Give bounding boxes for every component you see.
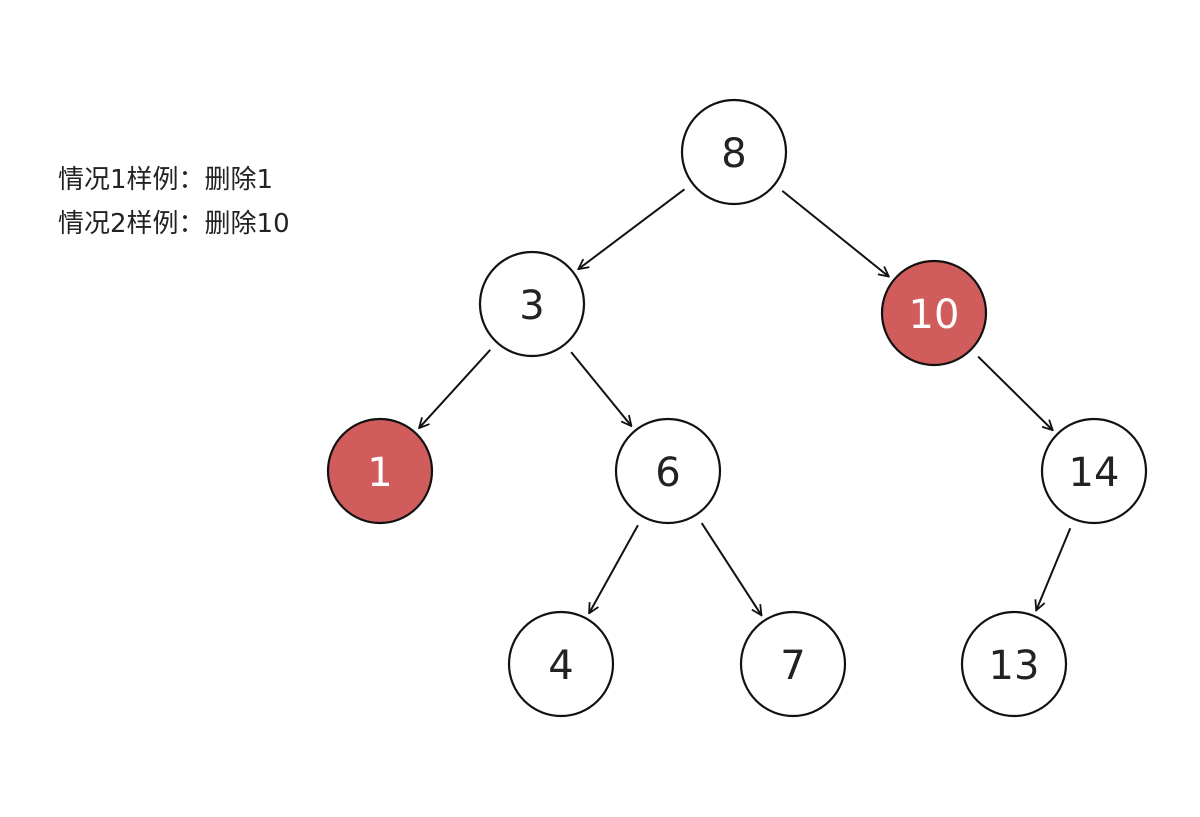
tree-node-3: 3 bbox=[478, 250, 586, 358]
node-label: 4 bbox=[548, 643, 573, 689]
case-2-note: 情况2样例：删除10 bbox=[58, 209, 290, 239]
tree-node-7: 7 bbox=[739, 610, 847, 718]
node-circle bbox=[1040, 417, 1148, 525]
node-label: 10 bbox=[909, 292, 960, 338]
edge-arrow-3-6 bbox=[570, 351, 631, 426]
case-notes: 情况1样例：删除1 情况2样例：删除10 bbox=[58, 158, 290, 246]
edge-arrow-6-4 bbox=[589, 524, 639, 613]
edge-arrow-8-3 bbox=[578, 188, 686, 269]
node-circle bbox=[507, 610, 615, 718]
node-label: 7 bbox=[780, 643, 805, 689]
node-label: 8 bbox=[721, 131, 746, 177]
edge-arrow-6-7 bbox=[700, 522, 762, 615]
case-1-note: 情况1样例：删除1 bbox=[58, 165, 274, 195]
edge-arrow-14-13 bbox=[1036, 527, 1072, 610]
tree-node-6: 6 bbox=[614, 417, 722, 525]
node-circle bbox=[326, 417, 434, 525]
edge-arrow-10-14 bbox=[977, 355, 1053, 431]
node-label: 14 bbox=[1069, 450, 1120, 496]
node-label: 3 bbox=[519, 283, 544, 329]
node-label: 6 bbox=[655, 450, 680, 496]
tree-node-1: 1 bbox=[326, 417, 434, 525]
edge-arrow-3-1 bbox=[419, 349, 492, 428]
node-circle bbox=[880, 259, 988, 367]
node-circle bbox=[478, 250, 586, 358]
node-circle bbox=[960, 610, 1068, 718]
node-label: 13 bbox=[989, 643, 1040, 689]
tree-node-13: 13 bbox=[960, 610, 1068, 718]
tree-node-8: 8 bbox=[680, 98, 788, 206]
tree-node-10: 10 bbox=[880, 259, 988, 367]
node-circle bbox=[739, 610, 847, 718]
edge-arrow-8-10 bbox=[781, 190, 889, 277]
tree-node-14: 14 bbox=[1040, 417, 1148, 525]
node-circle bbox=[614, 417, 722, 525]
node-label: 1 bbox=[367, 450, 392, 496]
node-circle bbox=[680, 98, 788, 206]
tree-node-4: 4 bbox=[507, 610, 615, 718]
